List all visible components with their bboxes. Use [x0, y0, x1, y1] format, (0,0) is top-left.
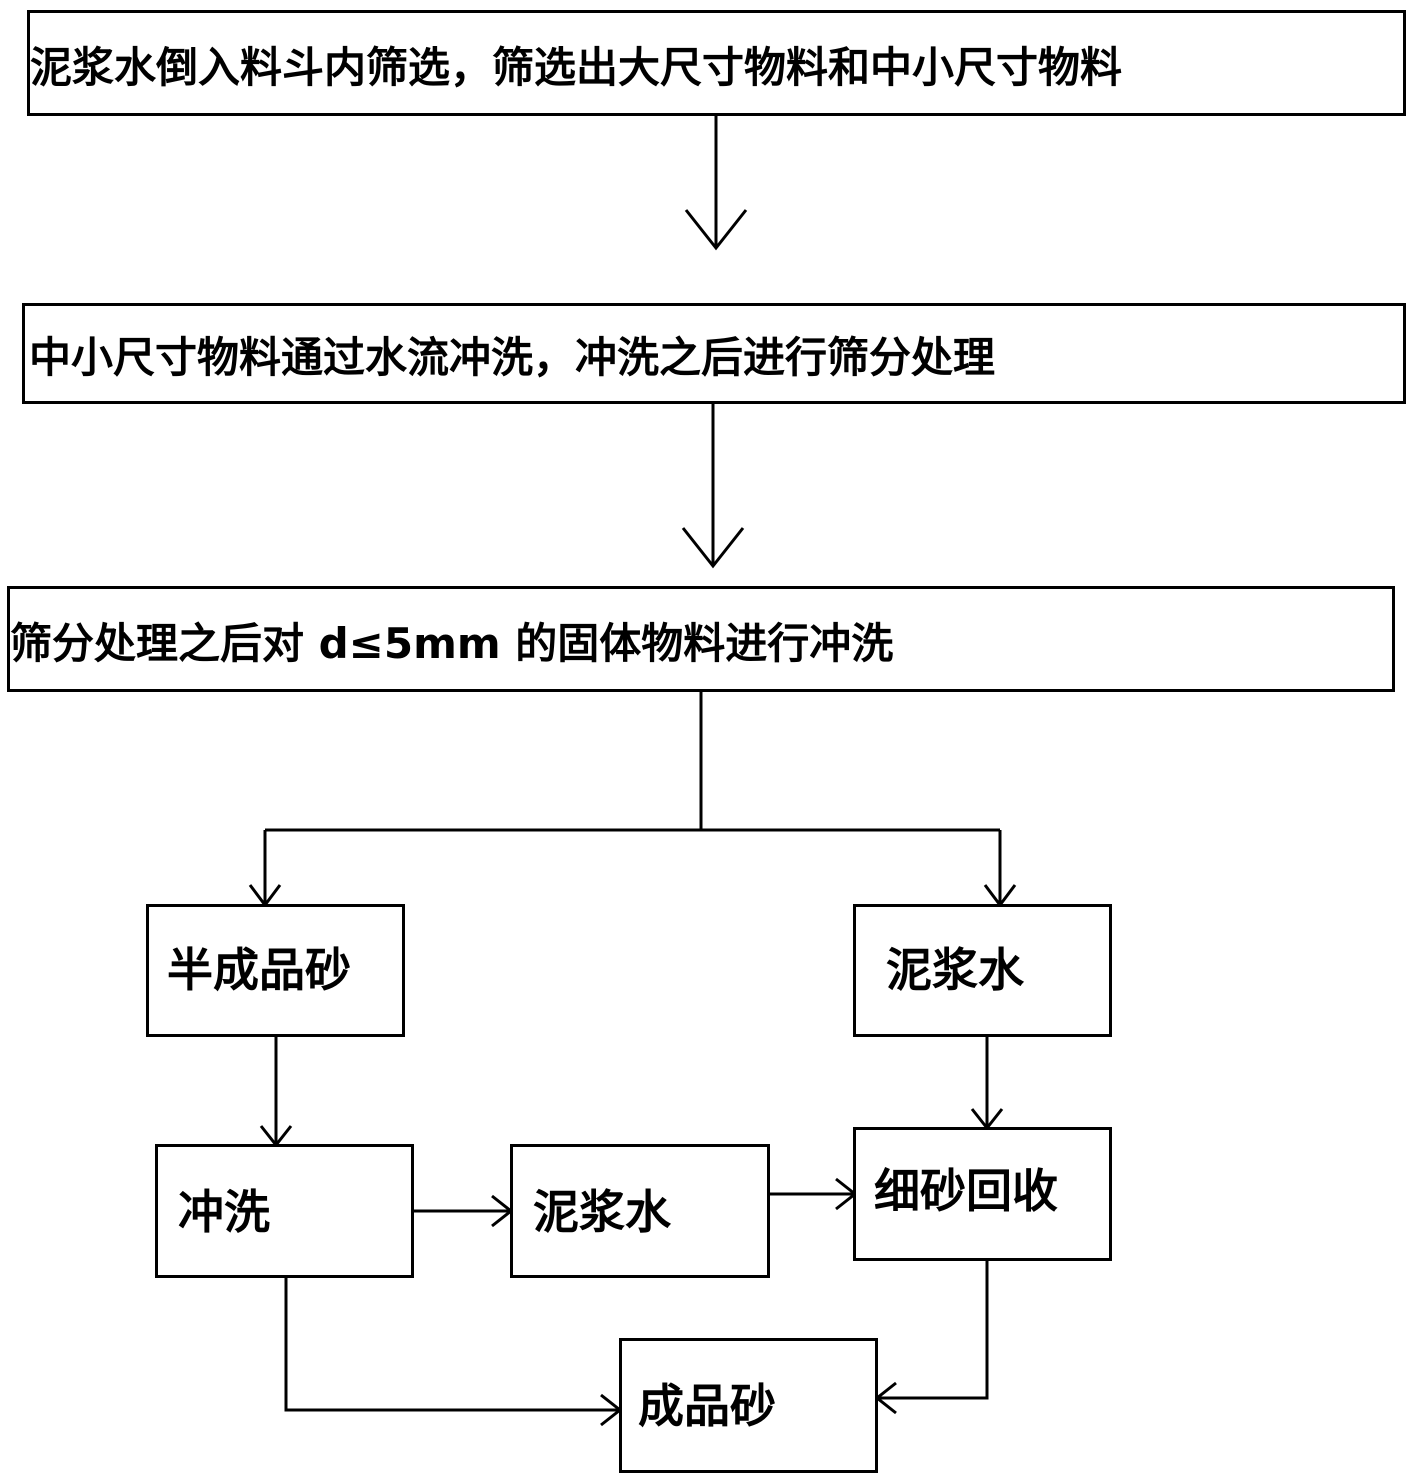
step3-text: 筛分处理之后对 d≤5mm 的固体物料进行冲洗 — [10, 619, 894, 668]
fine-sand-recovery-box: 细砂回收 — [853, 1127, 1112, 1261]
finished-sand-box: 成品砂 — [619, 1338, 878, 1473]
mud-water-middle-box: 泥浆水 — [510, 1144, 770, 1278]
mud-water-middle-label: 泥浆水 — [533, 1185, 671, 1239]
step1-text: 泥浆水倒入料斗内筛选，筛选出大尺寸物料和中小尺寸物料 — [30, 43, 1123, 92]
mud-water-right-box: 泥浆水 — [853, 904, 1112, 1037]
semi-finished-sand-label: 半成品砂 — [167, 943, 351, 997]
step2-box: 中小尺寸物料通过水流冲洗，冲洗之后进行筛分处理 — [22, 303, 1406, 404]
mud-water-right-label: 泥浆水 — [886, 943, 1024, 997]
arrow-recovery-to-finished — [877, 1260, 989, 1400]
arrow-wash-to-finished — [284, 1277, 620, 1412]
finished-sand-label: 成品砂 — [638, 1379, 776, 1433]
step3-box: 筛分处理之后对 d≤5mm 的固体物料进行冲洗 — [7, 586, 1395, 692]
semi-finished-sand-box: 半成品砂 — [146, 904, 405, 1037]
washing-label: 冲洗 — [178, 1185, 270, 1239]
washing-box: 冲洗 — [155, 1144, 414, 1278]
step2-text: 中小尺寸物料通过水流冲洗，冲洗之后进行筛分处理 — [29, 333, 996, 382]
fine-sand-recovery-label: 细砂回收 — [874, 1164, 1058, 1218]
step1-box: 泥浆水倒入料斗内筛选，筛选出大尺寸物料和中小尺寸物料 — [27, 10, 1406, 116]
